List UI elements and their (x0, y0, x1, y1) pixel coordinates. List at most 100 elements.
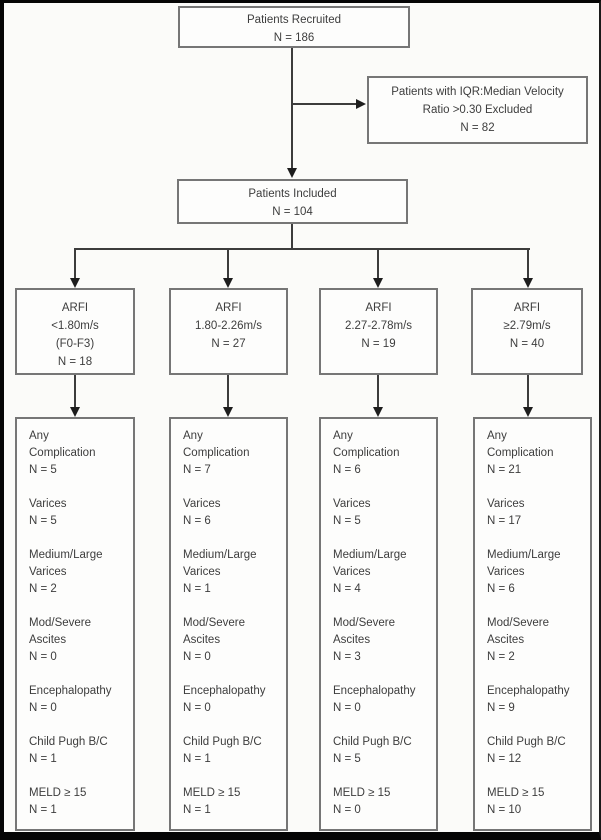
connector-recruited-included (291, 48, 293, 169)
outcome-entry: Encephalopathy N = 0 (183, 683, 282, 717)
connector-branch-arfi-4 (527, 248, 529, 279)
connector-arfi-outcome-1 (74, 375, 76, 408)
outcome-label: Mod/Severe Ascites (487, 617, 550, 646)
outcome-label: Child Pugh B/C (29, 736, 108, 748)
arfi-box-3: ARFI 2.27-2.78m/s N = 19 (319, 288, 438, 375)
outcome-count: N = 10 (487, 804, 522, 816)
outcome-label: Child Pugh B/C (183, 736, 262, 748)
arrowhead-down-outcome-2-icon (223, 407, 233, 417)
outcome-label: Encephalopathy (183, 685, 266, 697)
outcome-count: N = 0 (29, 702, 57, 714)
outcome-count: N = 1 (183, 804, 211, 816)
outcome-count: N = 6 (487, 583, 515, 595)
outcome-entry: Medium/Large Varices N = 2 (29, 547, 129, 598)
outcome-entry: Any Complication N = 7 (183, 428, 282, 479)
outcome-label: Varices (487, 498, 525, 510)
outcome-entry: MELD ≥ 15 N = 10 (487, 785, 586, 819)
outcome-count: N = 5 (333, 753, 361, 765)
outcome-count: N = 5 (333, 515, 361, 527)
outcome-label: Encephalopathy (29, 685, 112, 697)
outcome-count: N = 5 (29, 515, 57, 527)
outcome-count: N = 21 (487, 464, 522, 476)
arfi-box-1: ARFI <1.80m/s (F0-F3) N = 18 (15, 288, 135, 375)
outcome-count: N = 0 (333, 804, 361, 816)
outcome-count: N = 0 (29, 651, 57, 663)
outcome-label: Varices (29, 498, 67, 510)
recruited-box: Patients Recruited N = 186 (178, 6, 410, 48)
arfi-box-4: ARFI ≥2.79m/s N = 40 (471, 288, 583, 375)
arrowhead-down-arfi-2-icon (223, 278, 233, 288)
outcome-entry: Encephalopathy N = 0 (333, 683, 432, 717)
arrowhead-right-excluded-icon (356, 99, 366, 109)
outcome-entry: Child Pugh B/C N = 1 (183, 734, 282, 768)
outcome-count: N = 6 (183, 515, 211, 527)
outcome-entry: Any Complication N = 21 (487, 428, 586, 479)
outcome-count: N = 4 (333, 583, 361, 595)
outcome-box-4: Any Complication N = 21 Varices N = 17 M… (473, 417, 592, 831)
arrowhead-down-outcome-1-icon (70, 407, 80, 417)
outcome-label: Encephalopathy (333, 685, 416, 697)
outcome-label: Varices (333, 498, 371, 510)
outcome-box-1: Any Complication N = 5 Varices N = 5 Med… (15, 417, 135, 831)
outcome-count: N = 3 (333, 651, 361, 663)
outcome-entry: Child Pugh B/C N = 5 (333, 734, 432, 768)
outcome-label: Mod/Severe Ascites (333, 617, 396, 646)
outcome-label: MELD ≥ 15 (183, 787, 241, 799)
outcome-label: Any Complication (333, 430, 400, 459)
connector-branch-arfi-1 (74, 248, 76, 279)
outcome-count: N = 1 (29, 753, 57, 765)
outcome-count: N = 17 (487, 515, 522, 527)
outcome-count: N = 2 (487, 651, 515, 663)
outcome-entry: Mod/Severe Ascites N = 3 (333, 615, 432, 666)
outcome-entry: Varices N = 6 (183, 496, 282, 530)
outcome-entry: Mod/Severe Ascites N = 0 (29, 615, 129, 666)
outcome-entry: Medium/Large Varices N = 6 (487, 547, 586, 598)
outcome-box-3: Any Complication N = 6 Varices N = 5 Med… (319, 417, 438, 831)
arrowhead-down-arfi-3-icon (373, 278, 383, 288)
included-box: Patients Included N = 104 (177, 179, 408, 224)
outcome-label: MELD ≥ 15 (29, 787, 87, 799)
arrowhead-down-included-icon (287, 168, 297, 178)
outcome-count: N = 5 (29, 464, 57, 476)
connector-excluded (292, 103, 357, 105)
outcome-entry: Mod/Severe Ascites N = 0 (183, 615, 282, 666)
outcome-count: N = 7 (183, 464, 211, 476)
connector-branch-arfi-3 (377, 248, 379, 279)
outcome-label: Medium/Large Varices (333, 549, 407, 578)
outcome-count: N = 0 (333, 702, 361, 714)
outcome-label: Any Complication (487, 430, 554, 459)
connector-arfi-outcome-2 (227, 375, 229, 408)
outcome-label: Encephalopathy (487, 685, 570, 697)
arrowhead-down-outcome-4-icon (523, 407, 533, 417)
arrowhead-down-arfi-1-icon (70, 278, 80, 288)
outcome-label: Mod/Severe Ascites (183, 617, 246, 646)
outcome-entry: Any Complication N = 6 (333, 428, 432, 479)
outcome-count: N = 6 (333, 464, 361, 476)
outcome-label: Child Pugh B/C (333, 736, 412, 748)
branch-bar (74, 248, 530, 250)
outcome-entry: Varices N = 5 (29, 496, 129, 530)
connector-arfi-outcome-4 (527, 375, 529, 408)
outcome-box-2: Any Complication N = 7 Varices N = 6 Med… (169, 417, 288, 831)
outcome-label: Varices (183, 498, 221, 510)
outcome-count: N = 9 (487, 702, 515, 714)
outcome-label: MELD ≥ 15 (333, 787, 391, 799)
outcome-label: Child Pugh B/C (487, 736, 566, 748)
outcome-entry: Child Pugh B/C N = 12 (487, 734, 586, 768)
outcome-count: N = 1 (183, 583, 211, 595)
outcome-label: Any Complication (183, 430, 250, 459)
outcome-label: Any Complication (29, 430, 96, 459)
outcome-label: Medium/Large Varices (29, 549, 103, 578)
excluded-box: Patients with IQR:Median Velocity Ratio … (367, 76, 588, 144)
outcome-entry: Any Complication N = 5 (29, 428, 129, 479)
outcome-count: N = 0 (183, 651, 211, 663)
outcome-count: N = 1 (29, 804, 57, 816)
outcome-entry: Varices N = 5 (333, 496, 432, 530)
outcome-count: N = 12 (487, 753, 522, 765)
outcome-label: MELD ≥ 15 (487, 787, 545, 799)
outcome-entry: Mod/Severe Ascites N = 2 (487, 615, 586, 666)
outcome-entry: MELD ≥ 15 N = 1 (29, 785, 129, 819)
connector-arfi-outcome-3 (377, 375, 379, 408)
outcome-label: Medium/Large Varices (183, 549, 257, 578)
outcome-entry: Encephalopathy N = 0 (29, 683, 129, 717)
